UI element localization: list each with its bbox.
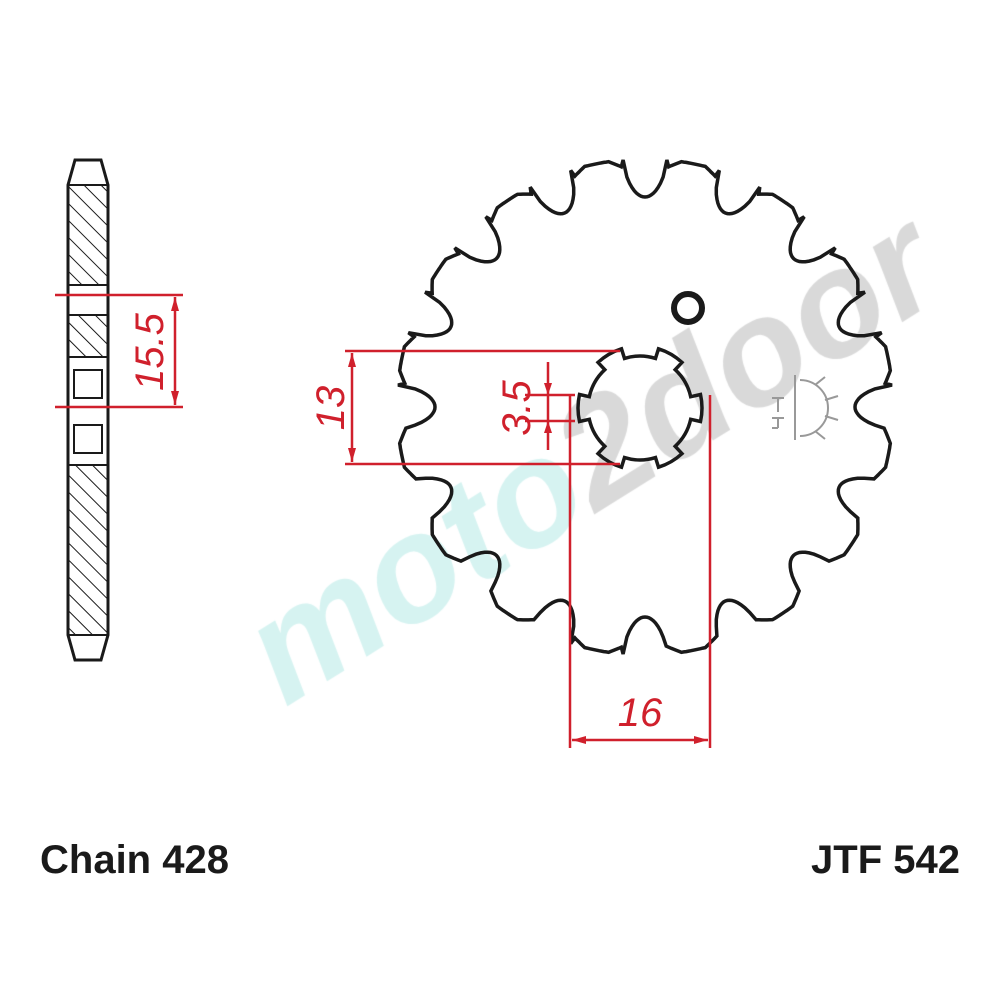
dim-key-width: 3.5 <box>495 379 539 435</box>
mounting-hole <box>671 291 705 325</box>
side-profile <box>66 158 110 662</box>
chain-label: Chain 428 <box>40 838 229 882</box>
dimension-lines <box>55 293 712 748</box>
rotation-symbol-icon <box>772 375 839 440</box>
sprocket-outline <box>397 159 893 655</box>
part-number: JTF 542 <box>811 838 960 882</box>
spline-hole <box>576 346 704 470</box>
dim-spline-outer: 16 <box>618 691 663 735</box>
dim-side-width: 15.5 <box>128 312 172 391</box>
dim-spline-diameter: 13 <box>309 386 353 431</box>
